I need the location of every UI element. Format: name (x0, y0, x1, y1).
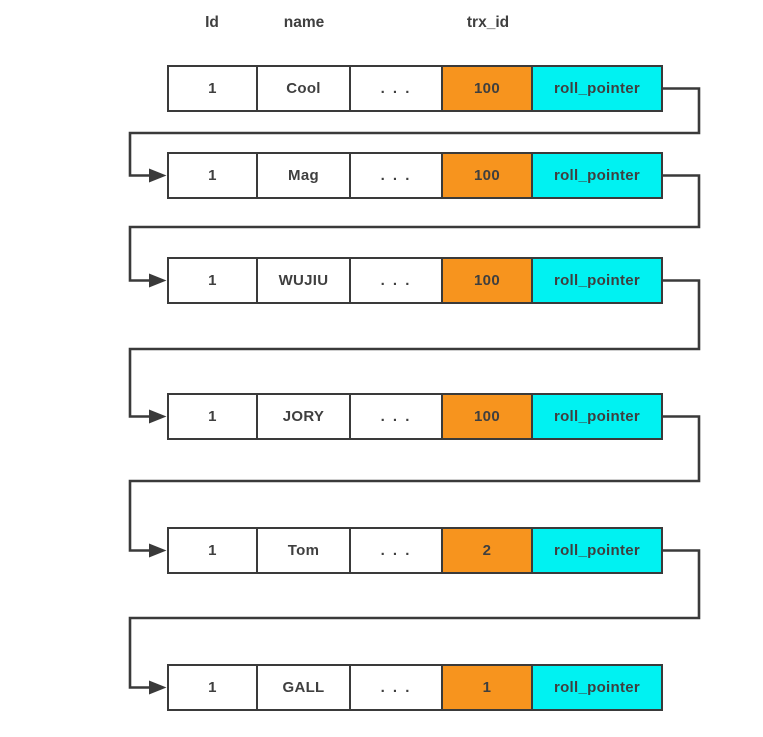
trx-id-cell: 1 (443, 664, 533, 711)
table-row: 1 Cool . . . 100 roll_pointer (167, 65, 663, 112)
name-cell: Mag (258, 152, 351, 199)
id-cell: 1 (167, 664, 258, 711)
roll-pointer-cell: roll_pointer (533, 152, 663, 199)
trx-id-cell: 100 (443, 393, 533, 440)
roll-pointer-cell: roll_pointer (533, 527, 663, 574)
roll-pointer-cell: roll_pointer (533, 664, 663, 711)
table-row: 1 JORY . . . 100 roll_pointer (167, 393, 663, 440)
trx-id-cell: 100 (443, 257, 533, 304)
ellipsis-cell: . . . (351, 664, 443, 711)
ellipsis-cell: . . . (351, 393, 443, 440)
trx-id-cell: 2 (443, 527, 533, 574)
column-header-trx-id: trx_id (466, 14, 510, 31)
table-row: 1 GALL . . . 1 roll_pointer (167, 664, 663, 711)
roll-pointer-cell: roll_pointer (533, 65, 663, 112)
table-row: 1 Mag . . . 100 roll_pointer (167, 152, 663, 199)
name-cell: JORY (258, 393, 351, 440)
roll-pointer-cell: roll_pointer (533, 257, 663, 304)
id-cell: 1 (167, 65, 258, 112)
column-header-id: Id (205, 14, 219, 31)
ellipsis-cell: . . . (351, 152, 443, 199)
table-row: 1 WUJIU . . . 100 roll_pointer (167, 257, 663, 304)
name-cell: Cool (258, 65, 351, 112)
id-cell: 1 (167, 152, 258, 199)
ellipsis-cell: . . . (351, 527, 443, 574)
ellipsis-cell: . . . (351, 65, 443, 112)
id-cell: 1 (167, 527, 258, 574)
table-row: 1 Tom . . . 2 roll_pointer (167, 527, 663, 574)
trx-id-cell: 100 (443, 152, 533, 199)
trx-id-cell: 100 (443, 65, 533, 112)
id-cell: 1 (167, 257, 258, 304)
name-cell: WUJIU (258, 257, 351, 304)
column-header-name: name (283, 14, 325, 31)
name-cell: Tom (258, 527, 351, 574)
roll-pointer-cell: roll_pointer (533, 393, 663, 440)
ellipsis-cell: . . . (351, 257, 443, 304)
id-cell: 1 (167, 393, 258, 440)
name-cell: GALL (258, 664, 351, 711)
